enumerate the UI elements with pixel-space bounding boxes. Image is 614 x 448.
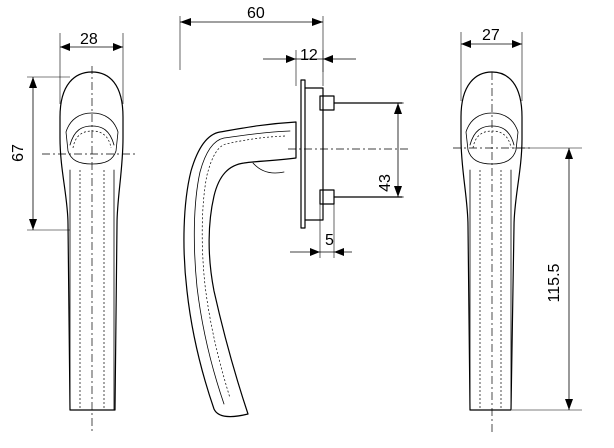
base-thickness-arrow-right	[323, 55, 333, 63]
right-width-arrow-left	[461, 40, 471, 48]
side-handle-lever	[183, 121, 297, 418]
side-spindle-head-top	[319, 95, 335, 111]
right-view: 27 115.5	[453, 27, 582, 432]
spindle-spacing-arrow-bottom	[394, 186, 402, 197]
front-height-label: 67	[10, 144, 27, 162]
front-width-label: 28	[80, 31, 98, 48]
right-width-arrow-right	[512, 40, 522, 48]
right-handle-grip-top	[465, 112, 519, 165]
side-handle-neck-detail	[252, 162, 285, 174]
front-view: 28 67	[10, 31, 138, 432]
front-width-dimension: 28	[59, 31, 124, 104]
right-handle-silhouette	[460, 71, 523, 411]
base-thickness-dimension: 12	[263, 47, 356, 86]
front-handle-grip-top	[65, 112, 119, 165]
side-base-plate	[300, 79, 306, 229]
right-height-arrow-bottom	[565, 399, 573, 410]
side-view: 60 12 43	[179, 5, 410, 418]
spindle-spacing-label: 43	[377, 174, 394, 192]
right-handle-outline	[453, 71, 530, 432]
side-length-label: 60	[247, 5, 265, 22]
spindle-offset-arrow-left	[310, 248, 320, 256]
base-thickness-label: 12	[300, 47, 318, 64]
front-width-arrow-right	[113, 43, 123, 51]
base-thickness-arrow-left	[286, 55, 296, 63]
spindle-offset-label: 5	[325, 232, 334, 249]
front-height-dimension: 67	[10, 76, 70, 231]
side-handle-outline	[183, 79, 410, 418]
front-handle-outline	[42, 66, 138, 432]
right-height-label: 115.5	[546, 263, 563, 302]
side-length-arrow-right	[312, 18, 323, 26]
side-length-dimension: 60	[179, 5, 324, 72]
side-spindle-head-bottom	[319, 189, 335, 205]
right-width-dimension: 27	[460, 27, 523, 101]
side-base-body	[304, 87, 324, 221]
right-height-dimension: 115.5	[512, 147, 582, 411]
spindle-offset-arrow-right	[334, 248, 344, 256]
right-height-arrow-top	[565, 148, 573, 159]
spindle-spacing-dimension: 43	[356, 102, 404, 198]
right-width-label: 27	[482, 27, 500, 44]
side-handle-inner-contour	[193, 130, 291, 405]
spindle-spacing-arrow-top	[394, 103, 402, 114]
front-height-arrow-top	[29, 77, 37, 88]
front-handle-silhouette	[59, 71, 124, 411]
side-handle-hidden-contour	[201, 135, 286, 399]
front-width-arrow-left	[60, 43, 70, 51]
side-length-arrow-left	[180, 18, 191, 26]
front-height-arrow-bottom	[29, 219, 37, 230]
spindle-offset-dimension: 5	[290, 204, 352, 258]
